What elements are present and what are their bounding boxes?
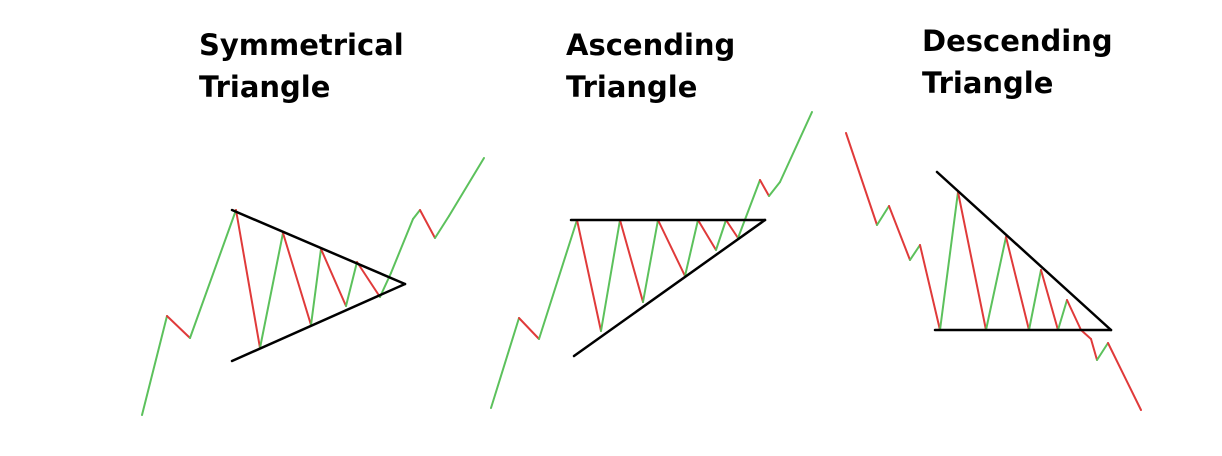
ascending-price-segment-up xyxy=(737,179,761,239)
ascending-price-segment-down xyxy=(518,317,540,340)
descending-price-segment-down xyxy=(1005,236,1030,331)
ascending-price-segment-down xyxy=(697,219,717,251)
ascending-price-segment-down xyxy=(725,219,739,239)
ascending-triangle-pattern xyxy=(490,111,813,409)
descending-price-segment-up xyxy=(876,205,890,226)
symmetrical-price-segment-up xyxy=(434,215,450,239)
symmetrical-upper-trendline xyxy=(230,208,407,286)
symmetrical-price-segment-up xyxy=(412,209,421,220)
descending-price-segment-up xyxy=(1096,342,1109,361)
ascending-lower-trendline xyxy=(572,218,767,358)
symmetrical-price-segment-down xyxy=(235,209,261,349)
descending-price-segment-down xyxy=(888,205,911,261)
ascending-price-segment-up xyxy=(642,219,659,303)
descending-price-segment-up xyxy=(1028,269,1042,331)
ascending-title-line1: Ascending xyxy=(566,28,736,62)
ascending-title-line2: Triangle xyxy=(566,70,698,104)
symmetrical-title-line1: Symmetrical xyxy=(199,28,404,62)
symmetrical-triangle-title: Symmetrical Triangle xyxy=(199,24,404,108)
ascending-price-segment-up xyxy=(600,219,621,332)
symmetrical-price-segment-up xyxy=(259,232,284,349)
descending-price-segment-down xyxy=(1107,342,1142,411)
ascending-price-segment-up xyxy=(538,219,578,340)
descending-triangle-pattern xyxy=(845,132,1142,411)
ascending-price-segment-up xyxy=(490,317,520,409)
ascending-price-segment-down xyxy=(619,219,644,303)
ascending-price-segment-down xyxy=(657,219,686,277)
ascending-price-segment-up xyxy=(768,181,781,197)
symmetrical-price-segment-down xyxy=(166,315,191,339)
descending-price-segment-up xyxy=(909,244,921,261)
ascending-price-segment-down xyxy=(576,219,602,332)
descending-title-line2: Triangle xyxy=(922,66,1054,100)
descending-price-segment-down xyxy=(1040,269,1059,331)
symmetrical-price-segment-up xyxy=(448,157,485,217)
symmetrical-price-segment-up xyxy=(141,315,168,416)
descending-price-segment-down xyxy=(845,132,878,226)
descending-price-segment-up xyxy=(1057,299,1068,331)
symmetrical-price-segment-up xyxy=(390,218,414,274)
symmetrical-price-segment-down xyxy=(320,248,347,307)
symmetrical-price-segment-down xyxy=(356,261,381,298)
descending-price-segment-down xyxy=(957,191,987,331)
descending-price-segment-down xyxy=(1080,329,1092,340)
symmetrical-price-segment-down xyxy=(282,232,312,326)
symmetrical-price-segment-up xyxy=(345,261,358,307)
descending-price-segment-down xyxy=(1090,338,1098,361)
ascending-triangle-title: Ascending Triangle xyxy=(566,24,735,108)
descending-price-segment-down xyxy=(919,244,941,331)
descending-price-segment-up xyxy=(985,236,1007,331)
descending-price-segment-down xyxy=(1066,299,1082,331)
ascending-price-segment-down xyxy=(759,179,770,197)
symmetrical-price-segment-up xyxy=(189,209,237,339)
descending-upper-trendline xyxy=(935,170,1113,332)
symmetrical-price-segment-up xyxy=(310,248,322,326)
symmetrical-triangle-pattern xyxy=(141,157,485,416)
ascending-price-segment-up xyxy=(684,219,699,277)
symmetrical-price-segment-down xyxy=(419,209,436,239)
ascending-price-segment-up xyxy=(715,219,727,251)
descending-triangle-title: Descending Triangle xyxy=(922,20,1113,104)
symmetrical-lower-trendline xyxy=(230,282,407,363)
descending-price-segment-up xyxy=(939,191,959,331)
descending-title-line1: Descending xyxy=(922,24,1113,58)
ascending-price-segment-up xyxy=(779,111,813,183)
symmetrical-title-line2: Triangle xyxy=(199,70,331,104)
